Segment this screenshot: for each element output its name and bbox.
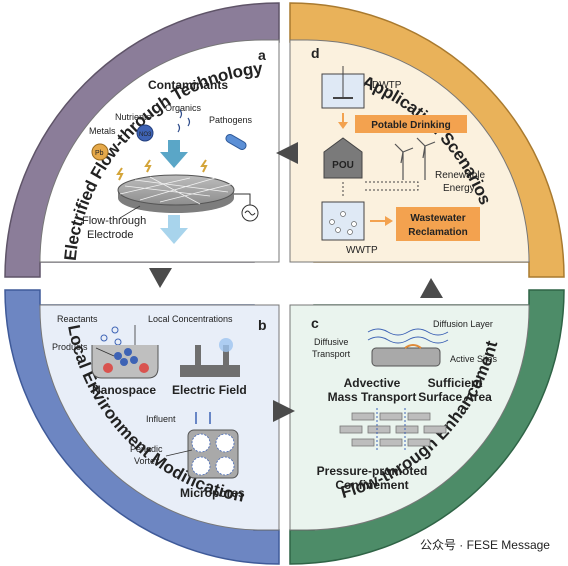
influent-arrows [195,412,211,424]
inflow-arrow [160,140,188,168]
ac-wave-icon [244,210,256,216]
arrow-d-to-a [276,142,298,164]
energy-link [365,181,419,191]
pou-label: POU [332,160,354,171]
bolt-icon [144,159,152,173]
arrow-b-to-c [273,400,295,422]
wastewater-label-1: Wastewater [410,213,465,224]
wwtp-label: WWTP [346,245,378,256]
electrode-leader [119,205,141,219]
diffusion-layer-label: Diffusion Layer [433,319,493,329]
bolt-icon [200,159,208,173]
contaminants-label: Contaminants [148,78,228,92]
pressure-label-2: Confinement [335,478,408,492]
vortex-leader [165,449,193,457]
diffusion-wave [367,328,449,336]
right-arrow-head [385,216,393,226]
panel-a-letter: a [258,47,266,63]
pathogen-icon [225,134,247,150]
power-wire [234,193,251,205]
diffusion-wave [367,336,449,344]
flow-through-electrode [117,174,235,206]
wastewater-label-2: Reclamation [408,227,467,238]
reactants-label: Reactants [57,314,98,324]
wind-turbine-icon [394,137,436,180]
organics-label: Organics [165,103,202,113]
product-dots [103,348,149,373]
pore-bricks [339,412,447,447]
outflow-arrow [160,215,188,244]
vortex-label: Vortex [134,456,160,466]
electrode-label-2: Electrode [87,229,133,241]
pb-ion-label: Pb [95,150,104,157]
pathogens-label: Pathogens [209,115,253,125]
bolt-icon [116,167,124,181]
panel-b-letter: b [258,317,267,333]
electrode-mesh [119,176,233,205]
active-sites-label: Active Sites [450,354,498,364]
wastewater-box [396,207,480,241]
potable-label: Potable Drinking [371,120,450,131]
flow-lines [376,408,406,452]
pressure-label-1: Pressure-promoted [317,464,428,478]
arrow-c-to-d [420,278,443,298]
sufficient-label-1: Sufficient [428,376,483,390]
electrode-label-1: Flow-through [82,215,146,227]
panel-d-letter: d [311,45,320,61]
field-tip [195,345,201,367]
nanospace-label: Nanospace [92,383,156,397]
arrow-a-to-b [149,268,172,288]
watermark-text: 公众号 · FESE Message [420,538,550,552]
pou-house-icon [323,137,363,179]
wwtp-tank [321,201,365,241]
active-site-marker [404,344,422,349]
diffusive-label-1: Diffusive [314,337,348,347]
metals-label: Metals [89,126,116,136]
local-conc-label: Local Concentrations [148,314,233,324]
advective-label-2: Mass Transport [328,390,417,404]
organics-icon [177,109,191,133]
renewable-label-2: Energy [443,183,475,194]
no3-ion-label: NO3 [139,132,152,138]
potable-box [355,115,467,133]
field-tip [223,345,229,367]
electric-field-label: Electric Field [172,383,247,397]
pb-ion [91,143,109,161]
products-label: Products [52,342,88,352]
micropores-label: Micropores [180,486,245,500]
dwtp-label: DWTP [372,80,402,91]
surface-block [371,347,441,367]
advective-label-1: Advective [344,376,401,390]
influent-label: Influent [146,414,176,424]
products-leader [95,347,115,357]
panel-c-letter: c [311,315,319,331]
renewable-label-1: Renewable [435,170,485,181]
periodic-label: Periodic [130,444,163,454]
nutrients-label: Nutrients [115,112,152,122]
field-electrode [180,365,240,377]
diffusive-label-2: Transport [312,349,351,359]
sufficient-label-2: Surface Area [418,390,492,404]
down-arrow-head [338,122,348,129]
vortex-icons [191,433,235,476]
bubbles-icon [329,211,357,235]
no3-ion [136,124,154,142]
field-glow [219,338,233,352]
